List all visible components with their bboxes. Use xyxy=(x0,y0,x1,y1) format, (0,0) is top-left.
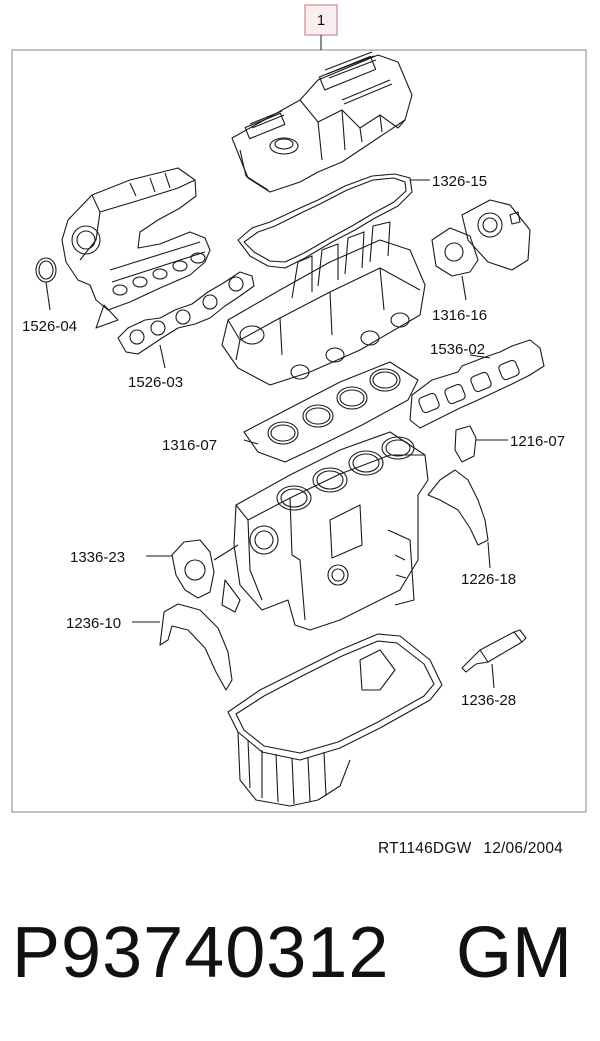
label-intake-manifold-gasket: 1526-03 xyxy=(128,374,183,391)
label-water-pump-gasket: 1336-23 xyxy=(70,549,125,566)
head-gasket xyxy=(243,361,419,463)
engine-block xyxy=(221,431,429,631)
drawing-reference: RT1146DGW 12/06/2004 xyxy=(378,840,563,858)
label-oil-pump-gasket: 1216-07 xyxy=(510,433,565,450)
label-sealant-tube: 1236-28 xyxy=(461,692,516,709)
part-number: P93740312 xyxy=(12,913,390,993)
oil-pan xyxy=(227,633,443,807)
water-pump-gasket xyxy=(171,539,215,599)
rear-cover-gasket xyxy=(427,469,489,546)
reference-code: RT1146DGW xyxy=(378,840,472,857)
diagram-frame xyxy=(11,49,587,813)
label-exhaust-manifold-gasket: 1536-02 xyxy=(430,341,485,358)
item-number: 1 xyxy=(317,12,325,29)
sealant-tube xyxy=(461,629,527,673)
brand-name: GM xyxy=(456,913,572,993)
valve-cover xyxy=(231,51,413,193)
thermostat-housing xyxy=(461,199,531,271)
label-rear-cover-gasket: 1226-18 xyxy=(461,571,516,588)
thermostat-gasket xyxy=(431,227,479,277)
intake-manifold xyxy=(61,167,211,329)
label-o-ring: 1526-04 xyxy=(22,318,77,335)
intake-manifold-gasket xyxy=(117,271,255,355)
oil-pump-gasket xyxy=(454,425,477,463)
label-thermostat-gasket: 1316-16 xyxy=(432,307,487,324)
cylinder-head xyxy=(221,221,426,386)
drawing-date: 12/06/2004 xyxy=(483,840,563,857)
label-head-gasket: 1316-07 xyxy=(162,437,217,454)
label-front-cover-gasket: 1236-10 xyxy=(66,615,121,632)
front-cover-gasket xyxy=(159,603,233,691)
exhaust-manifold-gasket xyxy=(409,339,545,429)
label-valve-cover-gasket: 1326-15 xyxy=(432,173,487,190)
valve-cover-gasket xyxy=(237,173,413,269)
